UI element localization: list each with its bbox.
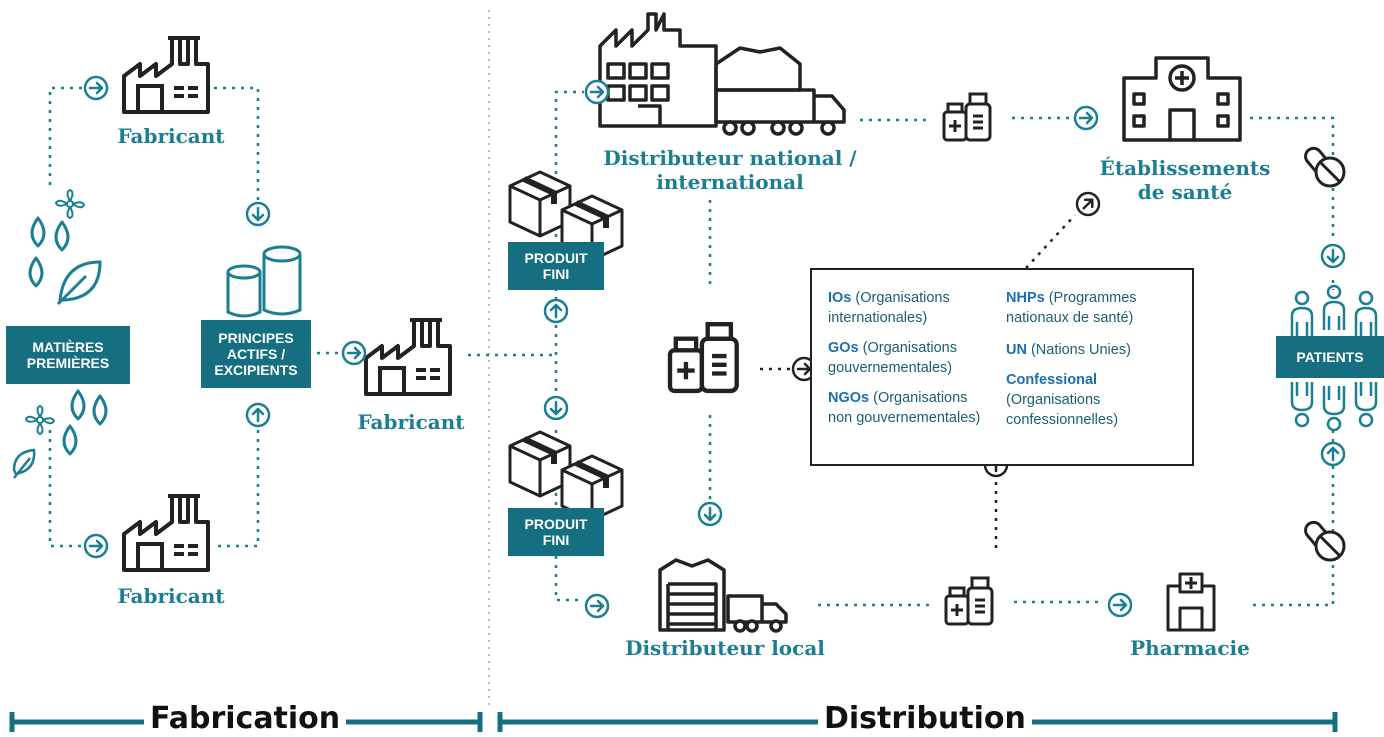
- produit-fini-top-line-2: FINI: [542, 266, 570, 282]
- leaf-icon: [56, 260, 102, 306]
- arrow-circle-icon: [584, 79, 610, 105]
- pills-icon-top: [1300, 143, 1346, 188]
- matieres-line-1: MATIÈRES: [32, 339, 104, 355]
- org-un: UN (Nations Unies): [1006, 342, 1131, 358]
- principes-line-2: ACTIFS /: [226, 346, 286, 362]
- pharmacy-icon: [1166, 572, 1216, 632]
- pharmacie-label: Pharmacie: [1130, 636, 1250, 660]
- produit-fini-bottom-line-2: FINI: [542, 532, 570, 548]
- factory-icon-top: [122, 36, 210, 114]
- produit-fini-bottom-line-1: PRODUIT: [524, 516, 588, 532]
- patients-label: PATIENTS: [1296, 349, 1364, 365]
- local-warehouse-icon: [658, 558, 788, 633]
- arrow-circle-icon: [584, 593, 610, 619]
- principes-line-3: EXCIPIENTS: [214, 362, 298, 378]
- arrow-circle-icon: [543, 298, 569, 324]
- matieres-line-2: PREMIÈRES: [26, 355, 110, 371]
- hospital-icon: [1122, 56, 1242, 142]
- arrow-circle-icon: [245, 201, 271, 227]
- distributeur-local-label: Distributeur local: [625, 636, 825, 660]
- etablissements-label-2: de santé: [1137, 180, 1233, 204]
- produit-fini-top-line-1: PRODUIT: [524, 250, 588, 266]
- principes-line-1: PRINCIPES: [218, 330, 294, 346]
- arrow-circle-icon: [543, 395, 569, 421]
- fabricant-top-label: Fabricant: [117, 124, 225, 148]
- factory-icon-bottom: [122, 494, 210, 572]
- arrow-circle-icon: [245, 402, 271, 428]
- medicine-bottles-icon-bottom: [944, 576, 994, 626]
- arrow-circle-icon: [1107, 592, 1133, 618]
- org-connection-lines: [760, 214, 1076, 548]
- section-title-distribution: Distribution: [818, 701, 1032, 737]
- arrow-circle-icon: [83, 533, 109, 559]
- fabricant-bottom-label: Fabricant: [117, 584, 225, 608]
- raw-materials-icons: [12, 189, 108, 479]
- arrow-circle-icon: [1320, 441, 1346, 467]
- pills-icon-bottom: [1300, 517, 1346, 562]
- arrow-circle-icon: [83, 75, 109, 101]
- barrel-icon: [226, 245, 302, 318]
- water-drop-icon: [30, 216, 46, 248]
- flower-icon: [55, 189, 85, 219]
- arrow-circle-icon: [697, 501, 723, 527]
- section-title-fabrication: Fabrication: [144, 701, 347, 737]
- distributeur-national-label-2: international: [656, 170, 804, 194]
- fabricant-middle-label: Fabricant: [357, 410, 465, 434]
- arrow-circle-icon: [1320, 243, 1346, 269]
- medicine-bottles-icon-top: [942, 92, 992, 142]
- medicine-bottles-icon-middle: [670, 324, 737, 391]
- arrow-circle-icon: [1073, 105, 1099, 131]
- patients-box: PATIENTS: [1276, 336, 1384, 378]
- arrow-circle-icon: [341, 340, 367, 366]
- factory-icon-middle: [364, 318, 452, 396]
- distributeur-national-label-1: Distributeur national /: [603, 146, 857, 170]
- etablissements-label-1: Établissements: [1099, 156, 1271, 180]
- warehouse-truck-icon: [598, 12, 846, 136]
